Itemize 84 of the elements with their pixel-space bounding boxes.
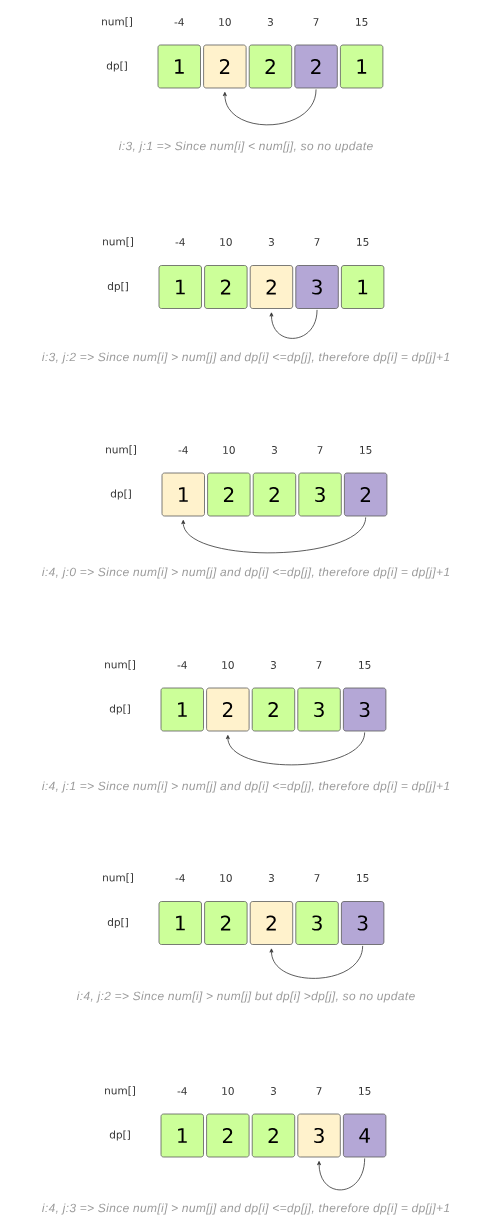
array-value: 10 bbox=[222, 1087, 234, 1095]
array-value: 10 bbox=[223, 446, 235, 454]
row-label: dp[] bbox=[109, 1130, 130, 1141]
array-value: 3 bbox=[268, 874, 274, 882]
caption: i:4, j:2 => Since num[i] > num[j] but dp[i] >dp[j], so no update bbox=[76, 991, 415, 1003]
array-cell: 1 bbox=[160, 687, 204, 732]
array-cell: 2 bbox=[249, 901, 294, 945]
array-value: -4 bbox=[178, 446, 188, 454]
array-value: 10 bbox=[219, 18, 231, 26]
array-value: 7 bbox=[314, 238, 320, 246]
array-cell: 1 bbox=[157, 44, 201, 89]
array-cell: 3 bbox=[343, 687, 387, 732]
array-cell: 3 bbox=[297, 1113, 341, 1158]
caption: i:4, j:0 => Since num[i] > num[j] and dp[i] <=dp[j], therefore dp[i] = dp[j]+1 bbox=[42, 567, 450, 579]
row-label: num[] bbox=[105, 1086, 135, 1096]
array-value: 7 bbox=[314, 874, 320, 882]
array-value: 3 bbox=[271, 446, 277, 454]
row-label: dp[] bbox=[110, 489, 131, 500]
curved-arrow bbox=[317, 1158, 366, 1191]
array-value: 3 bbox=[268, 238, 274, 246]
array-value: 7 bbox=[317, 446, 323, 454]
row-label: num[] bbox=[103, 873, 133, 883]
array-value: 15 bbox=[359, 1087, 371, 1095]
caption: i:3, j:1 => Since num[i] < num[j], so no update bbox=[118, 141, 373, 153]
array-cell: 4 bbox=[343, 1113, 387, 1158]
array-cell: 1 bbox=[161, 472, 205, 517]
row-label: num[] bbox=[106, 445, 136, 455]
curved-arrow bbox=[181, 517, 367, 554]
array-cell: 3 bbox=[341, 901, 385, 945]
curved-arrow bbox=[225, 732, 366, 766]
array-cell: 3 bbox=[295, 265, 339, 309]
curved-arrow bbox=[222, 89, 317, 126]
row-label: dp[] bbox=[107, 917, 128, 929]
array-cell: 2 bbox=[207, 472, 251, 517]
array-cell: 2 bbox=[294, 44, 338, 89]
array-cell: 1 bbox=[341, 265, 385, 309]
array-value: -4 bbox=[175, 238, 185, 246]
array-value: 15 bbox=[360, 446, 372, 454]
array-value: 10 bbox=[222, 661, 234, 669]
array-value: 3 bbox=[270, 1087, 276, 1095]
array-cell: 2 bbox=[251, 1113, 296, 1158]
array-cell: 2 bbox=[251, 687, 296, 732]
array-cell: 2 bbox=[206, 687, 250, 732]
curved-arrow bbox=[269, 945, 364, 979]
array-cell: 2 bbox=[203, 44, 247, 89]
curved-arrow bbox=[269, 309, 318, 339]
array-value: -4 bbox=[175, 874, 185, 882]
array-value: 10 bbox=[220, 238, 232, 246]
array-value: -4 bbox=[177, 661, 187, 669]
array-cell: 2 bbox=[252, 472, 297, 517]
row-label: num[] bbox=[105, 660, 135, 670]
array-cell: 3 bbox=[297, 687, 341, 732]
array-value: 10 bbox=[220, 874, 232, 882]
row-label: dp[] bbox=[106, 61, 127, 72]
array-cell: 2 bbox=[204, 901, 248, 945]
array-value: -4 bbox=[177, 1087, 187, 1095]
array-value: 15 bbox=[359, 661, 371, 669]
array-cell: 3 bbox=[298, 472, 342, 517]
row-label: num[] bbox=[103, 237, 133, 247]
row-label: num[] bbox=[102, 17, 132, 27]
array-cell: 1 bbox=[160, 1113, 204, 1158]
array-value: 3 bbox=[270, 661, 276, 669]
array-cell: 1 bbox=[158, 901, 202, 945]
array-cell: 2 bbox=[204, 265, 248, 309]
array-cell: 3 bbox=[295, 901, 339, 945]
array-cell: 1 bbox=[340, 44, 384, 89]
caption: i:4, j:3 => Since num[i] > num[j] and dp[i] <=dp[j], therefore dp[i] = dp[j]+1 bbox=[42, 1203, 450, 1215]
array-value: 15 bbox=[356, 18, 368, 26]
array-cell: 1 bbox=[158, 265, 202, 309]
caption: i:4, j:1 => Since num[i] > num[j] and dp[i] <=dp[j], therefore dp[i] = dp[j]+1 bbox=[42, 781, 450, 793]
array-cell: 2 bbox=[248, 44, 293, 89]
array-value: 7 bbox=[313, 18, 319, 26]
array-cell: 2 bbox=[344, 472, 388, 517]
row-label: dp[] bbox=[109, 704, 130, 715]
array-value: 15 bbox=[357, 238, 369, 246]
array-value: 7 bbox=[316, 661, 322, 669]
array-value: -4 bbox=[174, 18, 184, 26]
array-value: 3 bbox=[267, 18, 273, 26]
row-label: dp[] bbox=[107, 281, 128, 293]
array-value: 7 bbox=[316, 1087, 322, 1095]
caption: i:3, j:2 => Since num[i] > num[j] and dp[i] <=dp[j], therefore dp[i] = dp[j]+1 bbox=[42, 352, 450, 364]
array-cell: 2 bbox=[206, 1113, 250, 1158]
array-value: 15 bbox=[357, 874, 369, 882]
array-cell: 2 bbox=[249, 265, 294, 309]
